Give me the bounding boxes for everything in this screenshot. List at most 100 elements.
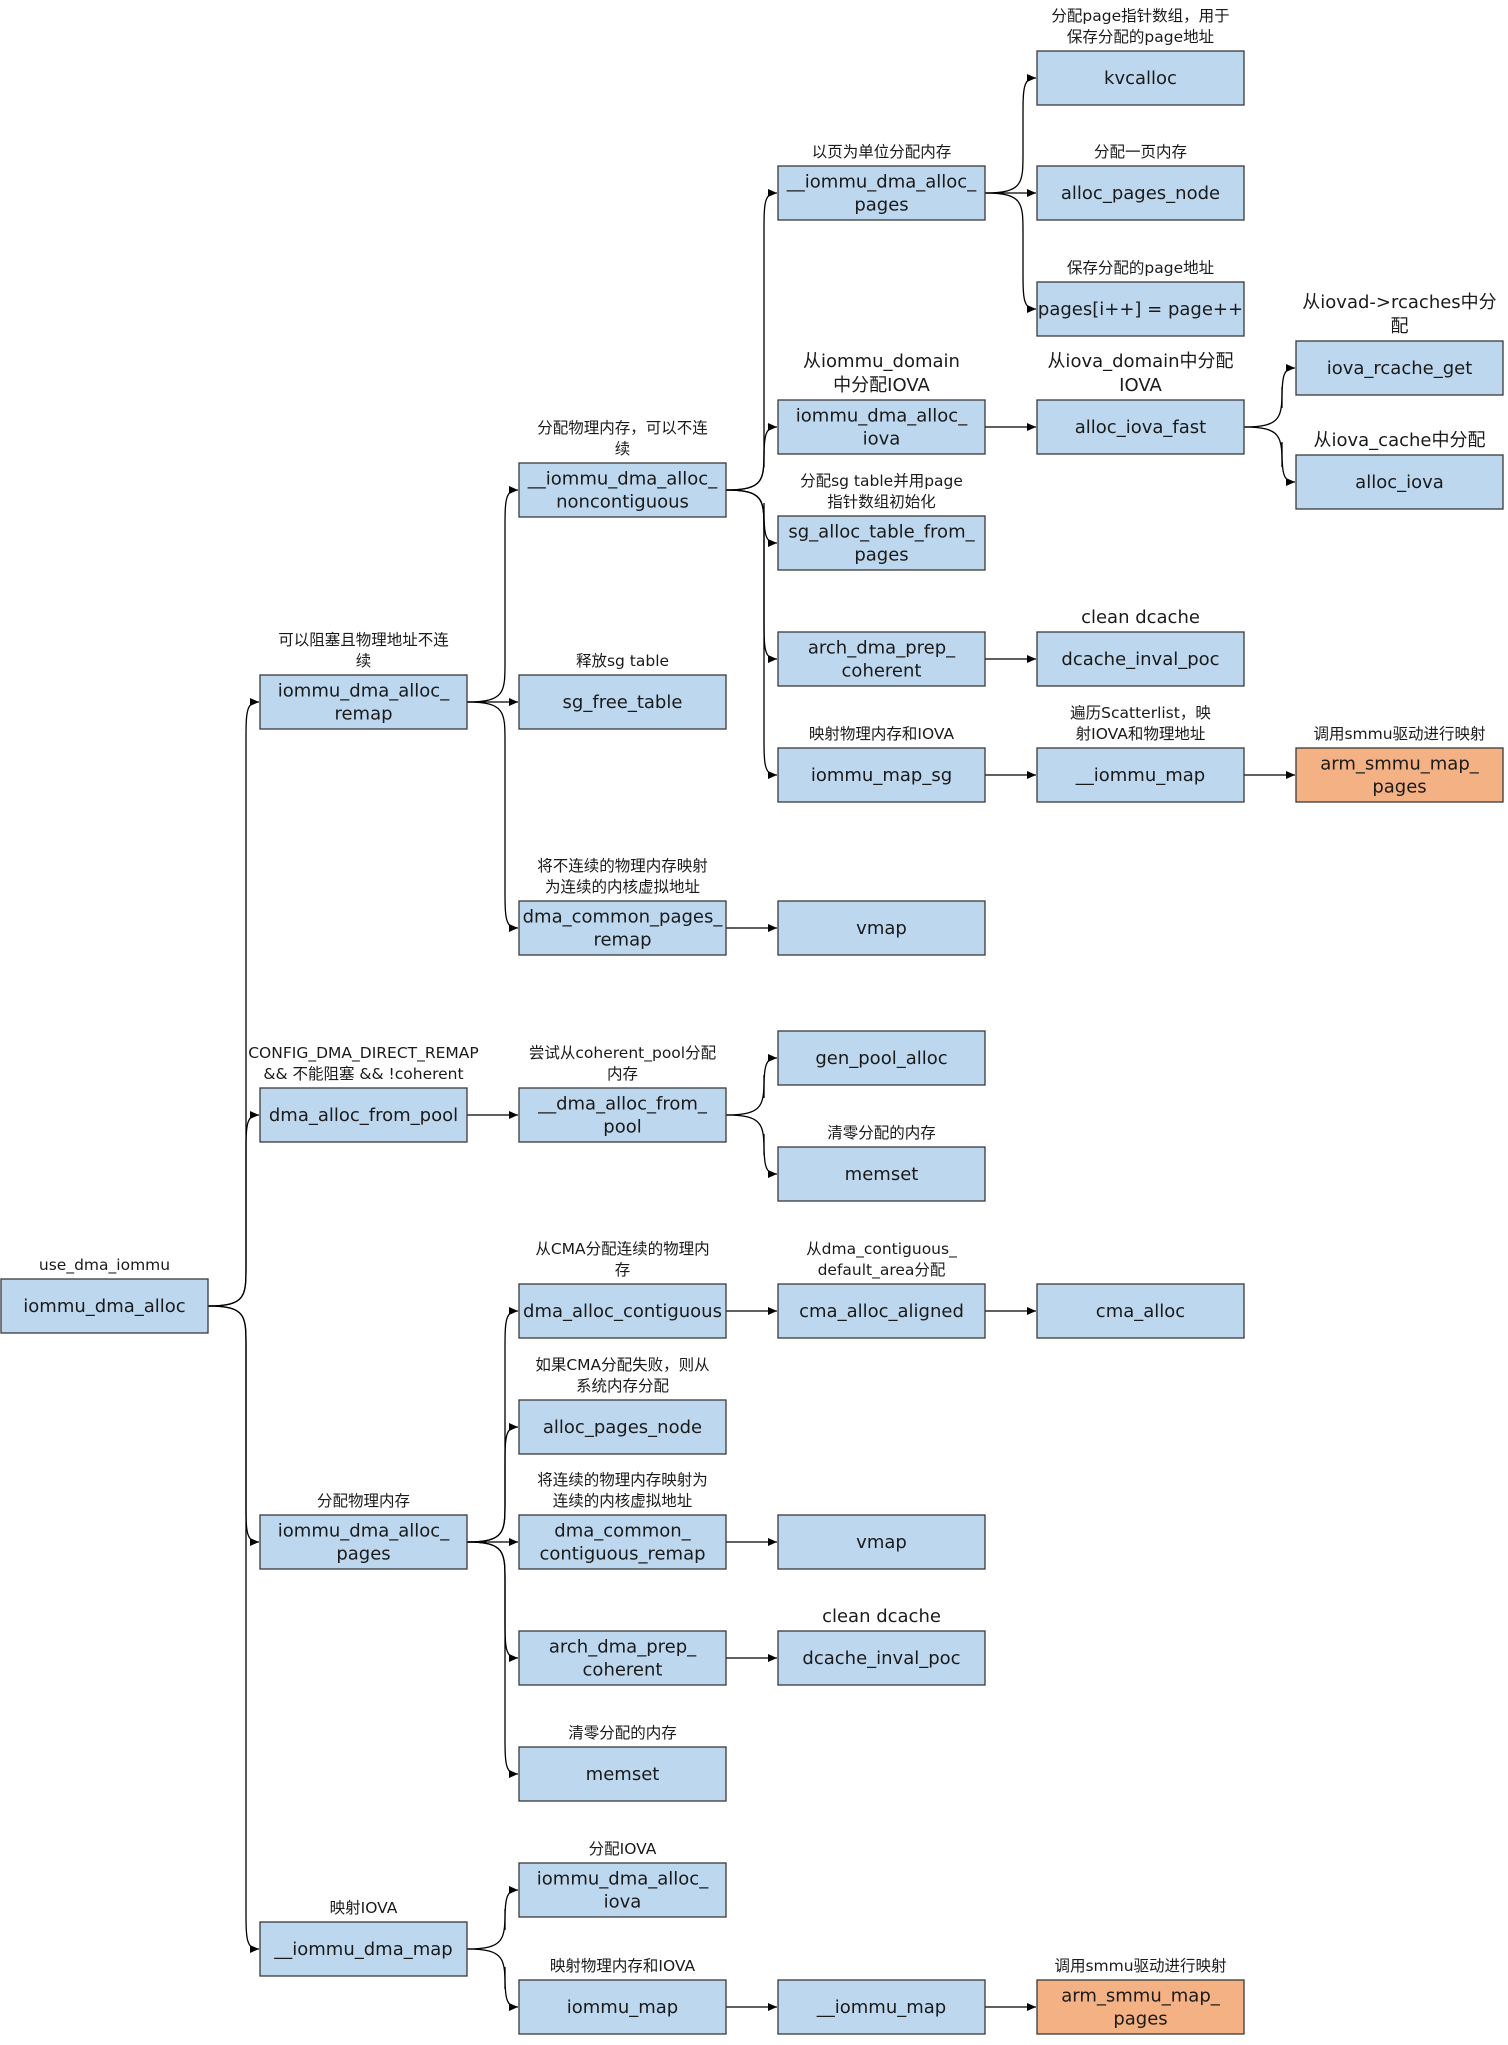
node-rcache-get: iova_rcache_get — [1295, 340, 1504, 396]
annotation-label: CONFIG_DMA_DIRECT_REMAP — [248, 1044, 479, 1063]
annotation-label: 从iovad->rcaches中分 — [1302, 292, 1496, 313]
annotation-label: 清零分配的内存 — [568, 1724, 677, 1742]
node-box — [777, 1283, 986, 1339]
annotation-label: 从iova_domain中分配 — [1047, 351, 1233, 372]
node-prep-coh2: arch_dma_prep_coherent — [518, 1630, 727, 1686]
node-box — [259, 1921, 468, 1977]
node-map-sg: iommu_map_sg — [777, 747, 986, 803]
node-box — [777, 1630, 986, 1686]
node-box — [518, 1087, 727, 1143]
node-box — [777, 515, 986, 571]
node-text: pages — [1372, 777, 1426, 798]
node-alloc-pages: iommu_dma_alloc_pages — [259, 1514, 468, 1570]
node-text: noncontiguous — [556, 492, 689, 513]
annotation-label: 为连续的内核虚拟地址 — [545, 878, 700, 896]
edge-arrow — [466, 1541, 519, 1662]
node-box — [777, 165, 986, 221]
annotation-label: 将不连续的物理内存映射 — [537, 857, 708, 875]
nodes-layer: iommu_dma_allociommu_dma_alloc_remapdma_… — [0, 50, 1504, 2035]
edge-arrow — [207, 1111, 260, 1307]
annotation-label: 续 — [356, 652, 372, 670]
node-dma-pool: __dma_alloc_from_pool — [518, 1087, 727, 1143]
node-text: arm_smmu_map_ — [1061, 1986, 1220, 2007]
node-text: coherent — [583, 1660, 663, 1681]
node-text: kvcalloc — [1104, 68, 1177, 89]
node-alloc-pages-fn: __iommu_dma_alloc_pages — [777, 165, 986, 221]
annotation-label: 保存分配的page地址 — [1067, 28, 1214, 46]
node-text: contiguous_remap — [539, 1544, 705, 1565]
node-cma-aligned: cma_alloc_aligned — [777, 1283, 986, 1339]
edge-arrow — [466, 1307, 519, 1543]
edge-arrow — [207, 698, 260, 1307]
edge-arrow — [207, 1305, 260, 1546]
annotation-label: 分配IOVA — [589, 1840, 657, 1858]
node-text: dcache_inval_poc — [1061, 649, 1219, 670]
annotation-label: 以页为单位分配内存 — [812, 143, 952, 161]
node-smmu1: arm_smmu_map_pages — [1295, 747, 1504, 803]
node-box — [259, 1087, 468, 1143]
node-from-pool: dma_alloc_from_pool — [259, 1087, 468, 1143]
node-memset1: memset — [777, 1146, 986, 1202]
node-box — [518, 462, 727, 518]
node-text: __iommu_dma_map — [273, 1939, 452, 1960]
node-text: arch_dma_prep_ — [549, 1637, 697, 1658]
node-text: pages — [854, 545, 908, 566]
node-text: cma_alloc_aligned — [799, 1301, 964, 1322]
edge-arrow — [725, 423, 778, 491]
node-text: iommu_dma_alloc_ — [278, 681, 450, 702]
node-box — [1036, 1979, 1245, 2035]
node-pages-assign: pages[i++] = page++ — [1036, 281, 1245, 337]
annotation-label: 从iova_cache中分配 — [1313, 430, 1485, 451]
node-box — [1036, 1283, 1245, 1339]
annotation-label: 保存分配的page地址 — [1067, 259, 1214, 277]
node-text: remap — [593, 930, 651, 951]
node-text: iova_rcache_get — [1327, 358, 1473, 379]
edge-arrow — [1243, 426, 1296, 486]
node-box — [777, 747, 986, 803]
node-dma-map: __iommu_dma_map — [259, 1921, 468, 1977]
edge-arrow — [725, 1114, 778, 1178]
node-text: memset — [586, 1764, 660, 1785]
annotation-label: use_dma_iommu — [39, 1256, 170, 1275]
edge-arrow — [984, 192, 1037, 313]
annotation-label: 分配sg table并用page — [800, 472, 963, 490]
node-box — [1036, 165, 1245, 221]
node-sg-free: sg_free_table — [518, 674, 727, 730]
node-gen-pool: gen_pool_alloc — [777, 1030, 986, 1086]
edges-layer — [207, 74, 1296, 2011]
edge-arrow — [725, 489, 778, 663]
node-text: coherent — [842, 661, 922, 682]
node-iommu-map1: __iommu_map — [1036, 747, 1245, 803]
node-text: iommu_map — [567, 1997, 678, 2018]
node-box — [518, 674, 727, 730]
annotation-label: 射IOVA和物理地址 — [1076, 725, 1206, 743]
node-noncontig: __iommu_dma_alloc_noncontiguous — [518, 462, 727, 518]
node-box — [518, 1514, 727, 1570]
node-smmu2: arm_smmu_map_pages — [1036, 1979, 1245, 2035]
node-text: __dma_alloc_from_ — [537, 1094, 708, 1115]
edge-arrow — [466, 1423, 519, 1543]
node-remap: iommu_dma_alloc_remap — [259, 674, 468, 730]
annotation-label: 释放sg table — [576, 652, 669, 670]
node-contig-remap: dma_common_contiguous_remap — [518, 1514, 727, 1570]
node-cma-alloc: cma_alloc — [1036, 1283, 1245, 1339]
node-text: iova — [863, 429, 901, 450]
node-text: dma_common_pages_ — [523, 907, 724, 928]
annotation-label: clean dcache — [822, 1606, 941, 1627]
labels-layer: use_dma_iommu可以阻塞且物理地址不连续CONFIG_DMA_DIRE… — [39, 7, 1497, 1975]
node-text: alloc_iova_fast — [1075, 417, 1206, 438]
node-text: __iommu_map — [1075, 765, 1205, 786]
node-contig: dma_alloc_contiguous — [518, 1283, 727, 1339]
node-text: pages — [336, 1544, 390, 1565]
node-box — [1036, 747, 1245, 803]
edge-arrow — [466, 486, 519, 703]
node-box — [518, 900, 727, 956]
node-box — [259, 674, 468, 730]
node-text: gen_pool_alloc — [815, 1048, 947, 1069]
node-box — [777, 399, 986, 455]
node-inval1: dcache_inval_poc — [1036, 631, 1245, 687]
node-text: __iommu_dma_alloc_ — [527, 469, 718, 490]
annotation-label: default_area分配 — [818, 1261, 946, 1280]
node-vmap1: vmap — [777, 900, 986, 956]
annotation-label: 尝试从coherent_pool分配 — [529, 1044, 716, 1063]
